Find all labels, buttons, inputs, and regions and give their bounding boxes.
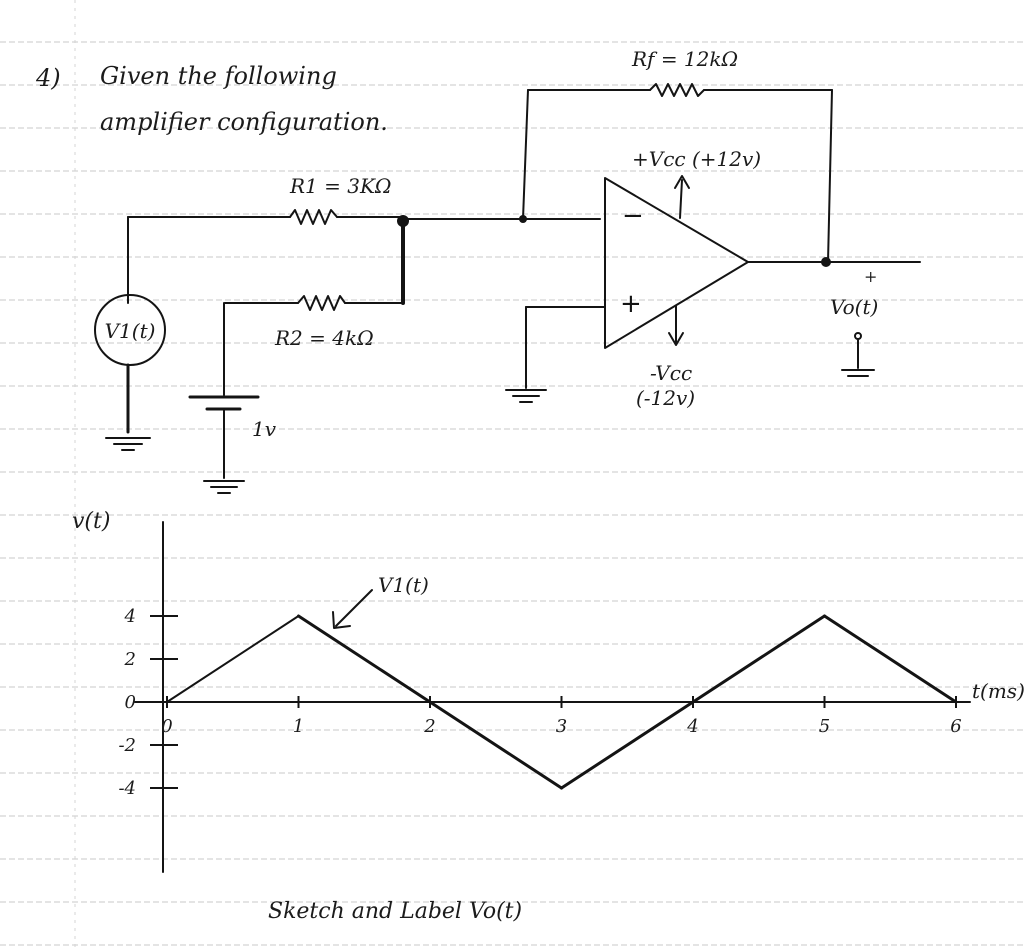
ground-symbol-output (841, 369, 875, 377)
source-v1: V1(t) (94, 216, 166, 451)
resistor-r1 (289, 209, 338, 225)
x-tick-label: 3 (556, 716, 567, 737)
arrow-vcc-neg (668, 332, 684, 346)
op-amp-triangle (604, 177, 749, 349)
y-tick-label: 4 (124, 606, 136, 627)
inverting-input-sign: − (622, 201, 644, 231)
x-tick-label: 5 (819, 716, 830, 737)
series-label-arrow-line (335, 589, 373, 627)
waveform-chart: v(t) t(ms) 0 1 2 3 4 5 6 4 2 0 -2 -4 V1(t) (72, 509, 1024, 873)
arrow-vcc-pos (674, 175, 690, 189)
series-segment (166, 615, 300, 703)
series-label-arrow-head (332, 611, 351, 629)
x-tick-label: 4 (686, 716, 698, 737)
series-segment (297, 614, 432, 704)
problem-number: 4) (35, 64, 61, 92)
battery-1v: 1v (188, 395, 277, 441)
ground-symbol-battery (203, 480, 245, 494)
chart-ylabel: v(t) (72, 509, 110, 534)
wire-feedback-left (522, 89, 529, 220)
x-tick-label: 2 (423, 716, 435, 737)
instruction-text: Sketch and Label Vo(t) (268, 899, 522, 924)
output-label: Vo(t) (830, 295, 878, 319)
r2-label: R2 = 4kΩ (274, 326, 374, 350)
x-tick-label: 0 (161, 716, 172, 737)
output-node (821, 257, 831, 267)
output-plus-sign: + (864, 267, 877, 286)
series-segment (823, 614, 958, 704)
output-minus-terminal (854, 332, 862, 340)
ruled-lines (0, 41, 1024, 946)
problem-text-line-2: amplifier configuration. (100, 108, 388, 136)
problem-text-line-1: Given the following (100, 62, 337, 90)
resistor-r2 (297, 295, 346, 311)
series-segment (691, 614, 826, 704)
rf-label: Rf = 12kΩ (631, 47, 738, 71)
series-v1 (166, 614, 958, 790)
series-segment (560, 700, 695, 790)
x-tick-label: 1 (293, 716, 304, 737)
wire-feedback-right (827, 89, 833, 263)
ground-symbol-opamp (505, 389, 547, 403)
y-ticks: 4 2 0 -2 -4 (118, 606, 178, 799)
source-label: V1(t) (105, 319, 156, 343)
y-tick-label: 2 (124, 649, 136, 670)
series-label: V1(t) (378, 573, 429, 597)
series-segment (428, 700, 563, 790)
vcc-pos-label: +Vcc (+12v) (632, 147, 761, 171)
wire-vcc-pos (679, 179, 683, 219)
source-circle (94, 294, 166, 366)
ground-symbol-source (105, 437, 151, 451)
vcc-neg-value: (-12v) (636, 386, 695, 410)
noninverting-input-sign: + (620, 289, 642, 319)
y-tick-label: 0 (125, 692, 136, 713)
resistor-rf (649, 83, 705, 97)
chart-xlabel: t(ms) (972, 679, 1024, 703)
vcc-neg-label: -Vcc (650, 361, 692, 385)
y-tick-label: -2 (118, 735, 136, 756)
battery-label: 1v (252, 417, 277, 441)
y-tick-label: -4 (118, 778, 136, 799)
x-tick-label: 6 (950, 716, 961, 737)
r1-label: R1 = 3KΩ (289, 174, 392, 198)
circuit-diagram: V1(t) R1 = 3KΩ R2 = 4kΩ 1v (94, 47, 921, 494)
